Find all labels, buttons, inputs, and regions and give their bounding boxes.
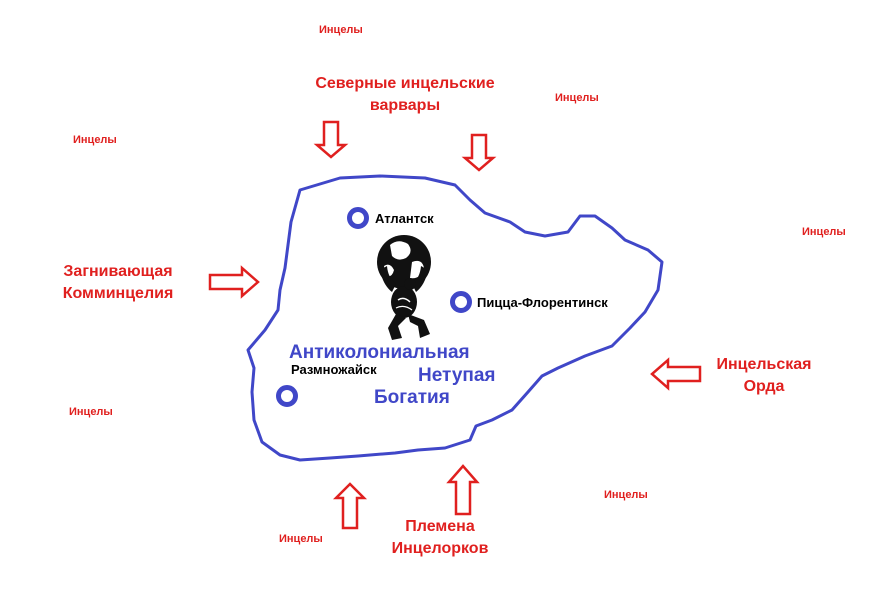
hollow-arrow-icon — [313, 120, 349, 159]
hollow-arrow-icon — [446, 464, 480, 516]
city-label-pizza-florentinsk: Пицца-Флорентинск — [477, 295, 608, 310]
hollow-arrow-icon — [208, 265, 260, 299]
force-label-line: Инцельская — [716, 356, 812, 373]
country-border — [246, 174, 664, 462]
atlas-holding-globe-icon — [377, 235, 431, 340]
incels-label: Инцелы — [555, 92, 599, 104]
force-label-line: Загнивающая — [63, 263, 173, 280]
city-marker-icon — [276, 385, 298, 407]
country-name-line-2: Нетупая — [418, 365, 496, 386]
force-label-line: Северные инцельские — [315, 75, 495, 92]
incels-label: Инцелы — [73, 134, 117, 146]
hollow-arrow-icon — [650, 357, 702, 391]
city-marker-icon — [347, 207, 369, 229]
force-label-line: Орда — [743, 378, 785, 395]
force-label-line: Племена — [405, 518, 475, 535]
incels-label: Инцелы — [69, 406, 113, 418]
country-name-line-1: Антиколониальная — [289, 342, 470, 363]
force-label-north: Северные инцельские варвары — [305, 73, 505, 117]
incels-label: Инцелы — [319, 24, 363, 36]
force-label-line: Инцелорков — [391, 540, 489, 557]
hollow-arrow-icon — [461, 133, 497, 172]
incels-label: Инцелы — [279, 533, 323, 545]
hollow-arrow-icon — [332, 482, 368, 530]
force-label-west: Загнивающая Комминцелия — [48, 261, 188, 305]
force-label-line: варвары — [369, 97, 441, 114]
force-label-east: Инцельская Орда — [704, 354, 824, 398]
force-label-south: Племена Инцелорков — [375, 516, 505, 560]
country-name-line-3: Богатия — [374, 387, 450, 408]
city-label-razmnozhaysk: Размножайск — [291, 362, 377, 377]
incels-label: Инцелы — [604, 489, 648, 501]
force-label-line: Комминцелия — [62, 285, 174, 302]
city-marker-icon — [450, 291, 472, 313]
city-label-atlantsk: Атлантск — [375, 211, 434, 226]
incels-label: Инцелы — [802, 226, 846, 238]
